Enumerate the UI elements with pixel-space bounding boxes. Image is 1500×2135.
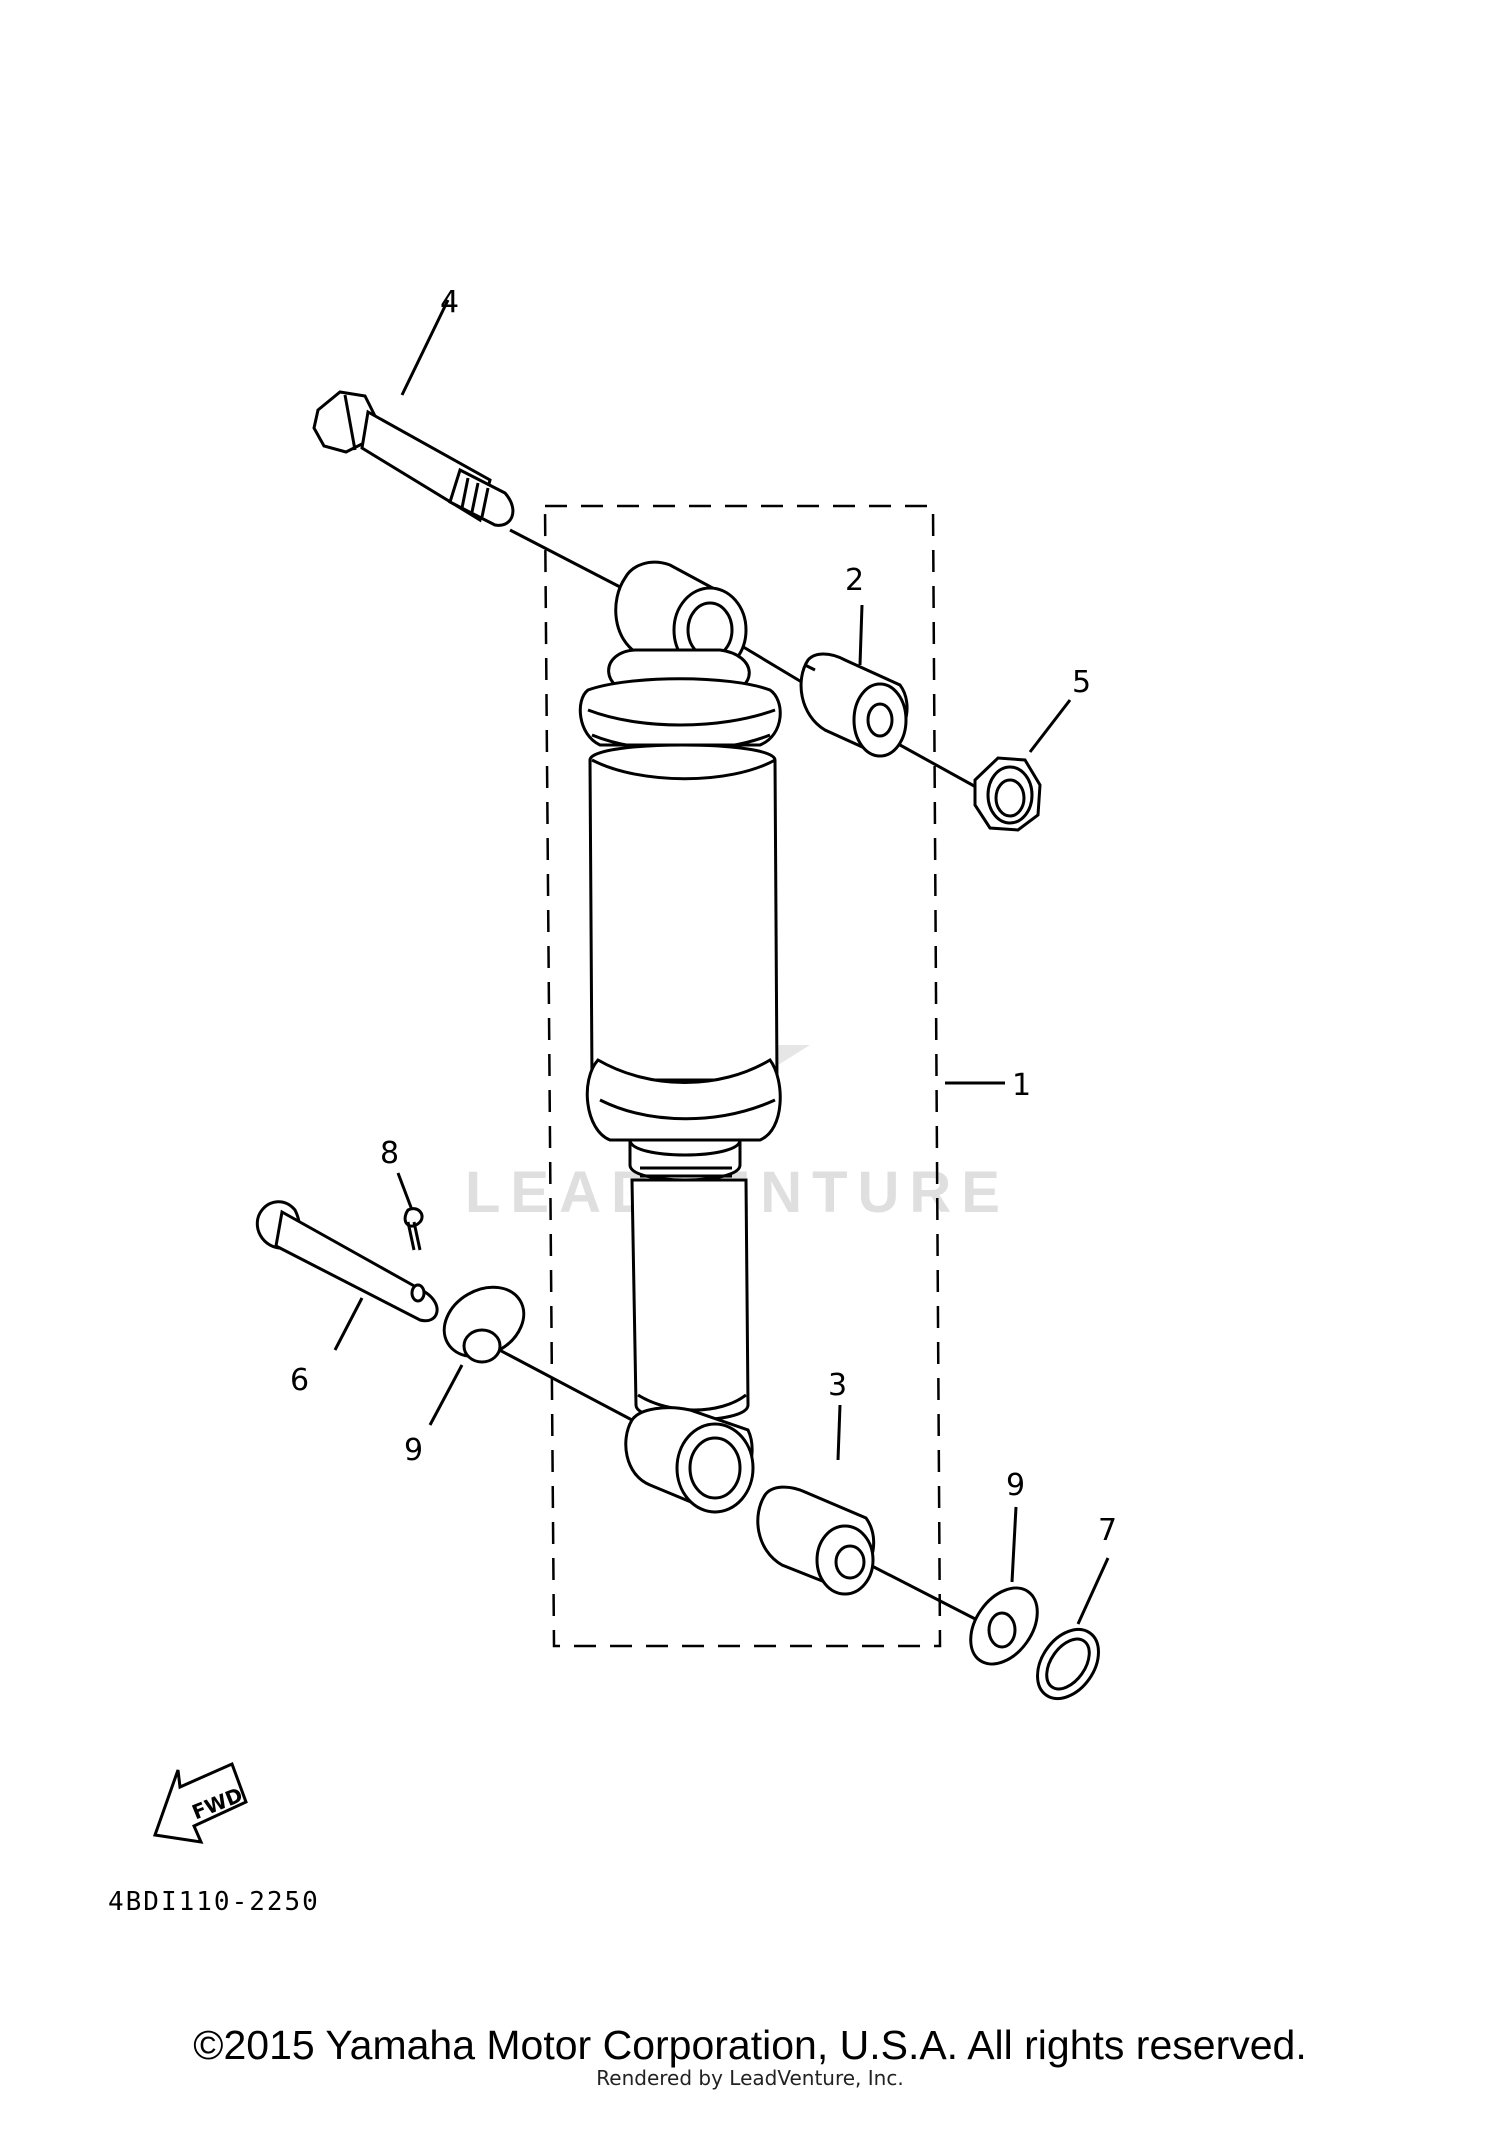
part-8-cotter-pin [403, 1207, 424, 1251]
part-7-washer [1036, 1627, 1100, 1701]
fwd-arrow-icon: FWD [152, 1761, 248, 1844]
callout-5: 5 [1072, 665, 1091, 700]
part-9-washer-left [442, 1285, 526, 1364]
part-6-pin [255, 1200, 439, 1323]
part-5-nut [973, 756, 1042, 832]
callout-4: 4 [440, 285, 459, 320]
leader-lines [333, 299, 1110, 1626]
callout-1: 1 [1012, 1068, 1031, 1103]
copyright-notice: ©2015 Yamaha Motor Corporation, U.S.A. A… [193, 2022, 1307, 2068]
callout-3: 3 [828, 1368, 847, 1403]
diagram-part-code: 4BDI110-2250 [108, 1887, 320, 1917]
callout-8: 8 [380, 1136, 399, 1171]
callout-2: 2 [845, 563, 864, 598]
callout-9-right: 9 [1006, 1468, 1025, 1503]
part-3-bushing [756, 1485, 876, 1596]
callout-6: 6 [290, 1363, 309, 1398]
rendered-by-notice: Rendered by LeadVenture, Inc. [596, 2066, 904, 2090]
assembly-boundary [543, 504, 942, 1648]
part-4-bolt [312, 390, 515, 527]
callout-7: 7 [1098, 1513, 1117, 1548]
part-2-bushing [799, 652, 909, 758]
callout-9-left: 9 [404, 1433, 423, 1468]
part-9-washer-right [969, 1586, 1039, 1666]
part-1-shock-absorber [578, 560, 782, 1514]
